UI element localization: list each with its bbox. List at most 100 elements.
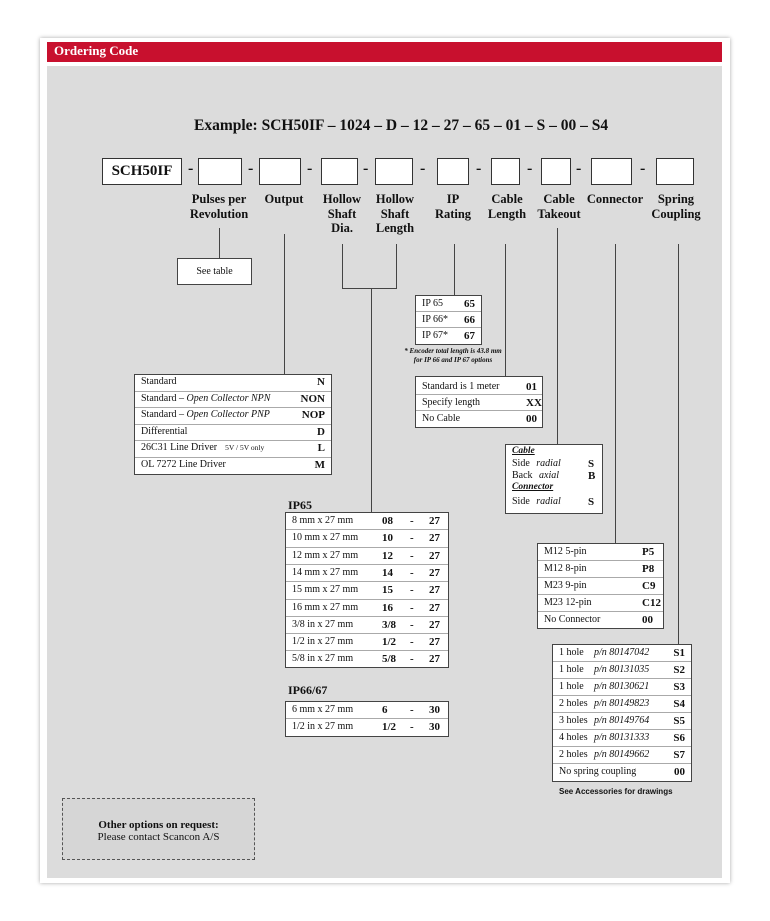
row-separator: [553, 695, 691, 696]
row-code: 66: [464, 314, 475, 326]
row-label: No Cable: [422, 413, 461, 424]
row-code: 67: [464, 330, 475, 342]
connector-line: [615, 244, 616, 543]
row-label: 2 holes: [559, 698, 588, 709]
code-dash: -: [307, 160, 313, 177]
code-dash: -: [248, 160, 254, 177]
row-label: 14 mm x 27 mm: [292, 566, 359, 578]
row-code: 65: [464, 298, 475, 310]
row-label: IP 67*: [422, 330, 449, 341]
row-dash: -: [410, 584, 414, 597]
row-separator: [553, 729, 691, 730]
row-label: No Connector: [544, 614, 601, 625]
row-text-italic: Open Collector PNP: [186, 409, 270, 420]
connector-line: [371, 288, 372, 512]
row-label: 6 mm x 27 mm: [292, 704, 354, 715]
other-options-title: Other options on request:: [98, 819, 219, 831]
cable-length-input-box: [491, 158, 520, 185]
row-separator: [416, 311, 481, 312]
pulses-input-box: [198, 158, 242, 185]
ip6667-title: IP66/67: [288, 683, 328, 697]
code-dash: -: [420, 160, 426, 177]
label-ip-rating: IP Rating: [434, 192, 472, 221]
row-dash: -: [410, 704, 414, 716]
row-label: Differential: [141, 426, 187, 437]
row-code: 1/2: [382, 636, 397, 649]
row-separator: [416, 327, 481, 328]
row-text: OL 7272 Line Driver: [141, 458, 226, 470]
row-label: M12 8-pin: [544, 563, 587, 574]
row-dash: -: [410, 601, 414, 614]
row-separator: [416, 410, 542, 411]
row-label: 15 mm x 27 mm: [292, 584, 359, 596]
row-separator: [553, 661, 691, 662]
row-label: Standard: [141, 376, 177, 387]
row-code: S1: [673, 647, 685, 659]
row-code: 1/2: [382, 721, 397, 733]
row-dash: -: [410, 618, 414, 631]
row-separator: [416, 394, 542, 395]
row-separator: [553, 746, 691, 747]
row-label: Back axial: [512, 470, 559, 481]
row-label: M23 9-pin: [544, 580, 587, 591]
see-table-box: See table: [177, 258, 252, 285]
row-partno: p/n 80130621: [594, 681, 650, 692]
code-dash: -: [476, 160, 482, 177]
table-row: IP 67* 67: [416, 330, 481, 346]
section-header: Ordering Code: [47, 42, 722, 62]
row-label: Side radial: [512, 458, 561, 469]
row-text: Back: [512, 470, 533, 481]
row-label: 3/8 in x 27 mm: [292, 618, 354, 630]
row-code-b: 27: [429, 532, 440, 545]
row-code: S4: [673, 698, 685, 710]
connector-line: [342, 288, 397, 289]
row-text: Differential: [141, 425, 188, 437]
row-code: 14: [382, 566, 393, 579]
output-input-box: [259, 158, 301, 185]
row-label: M23 12-pin: [544, 597, 592, 608]
row-code: 15: [382, 584, 393, 597]
row-separator: [135, 456, 331, 458]
row-partno: p/n 80149764: [594, 715, 650, 726]
row-partno: p/n 80149662: [594, 749, 650, 760]
table-row: M23 9-pin C9: [538, 580, 663, 597]
row-code-b: 27: [429, 601, 440, 614]
row-label: 2 holes: [559, 749, 588, 760]
row-code: 6: [382, 704, 388, 716]
row-code: S3: [673, 681, 685, 693]
row-label: IP 65: [422, 298, 444, 309]
row-code: C9: [642, 580, 656, 592]
code-prefix-box: SCH50IF: [102, 158, 182, 185]
row-label: 5/8 in x 27 mm: [292, 653, 354, 665]
connector-line: [505, 244, 506, 377]
row-separator: [135, 390, 331, 392]
row-label: Side radial: [512, 496, 561, 507]
label-cable-takeout: Cable Takeout: [537, 192, 581, 221]
row-separator: [538, 611, 663, 612]
row-label: Standard – Open Collector PNP: [141, 409, 270, 420]
row-code-b: 27: [429, 566, 440, 579]
row-separator: [286, 529, 448, 531]
row-code-b: 27: [429, 653, 440, 666]
row-label: 8 mm x 27 mm: [292, 515, 354, 526]
row-code: M: [314, 458, 325, 471]
spring-input-box: [656, 158, 694, 185]
